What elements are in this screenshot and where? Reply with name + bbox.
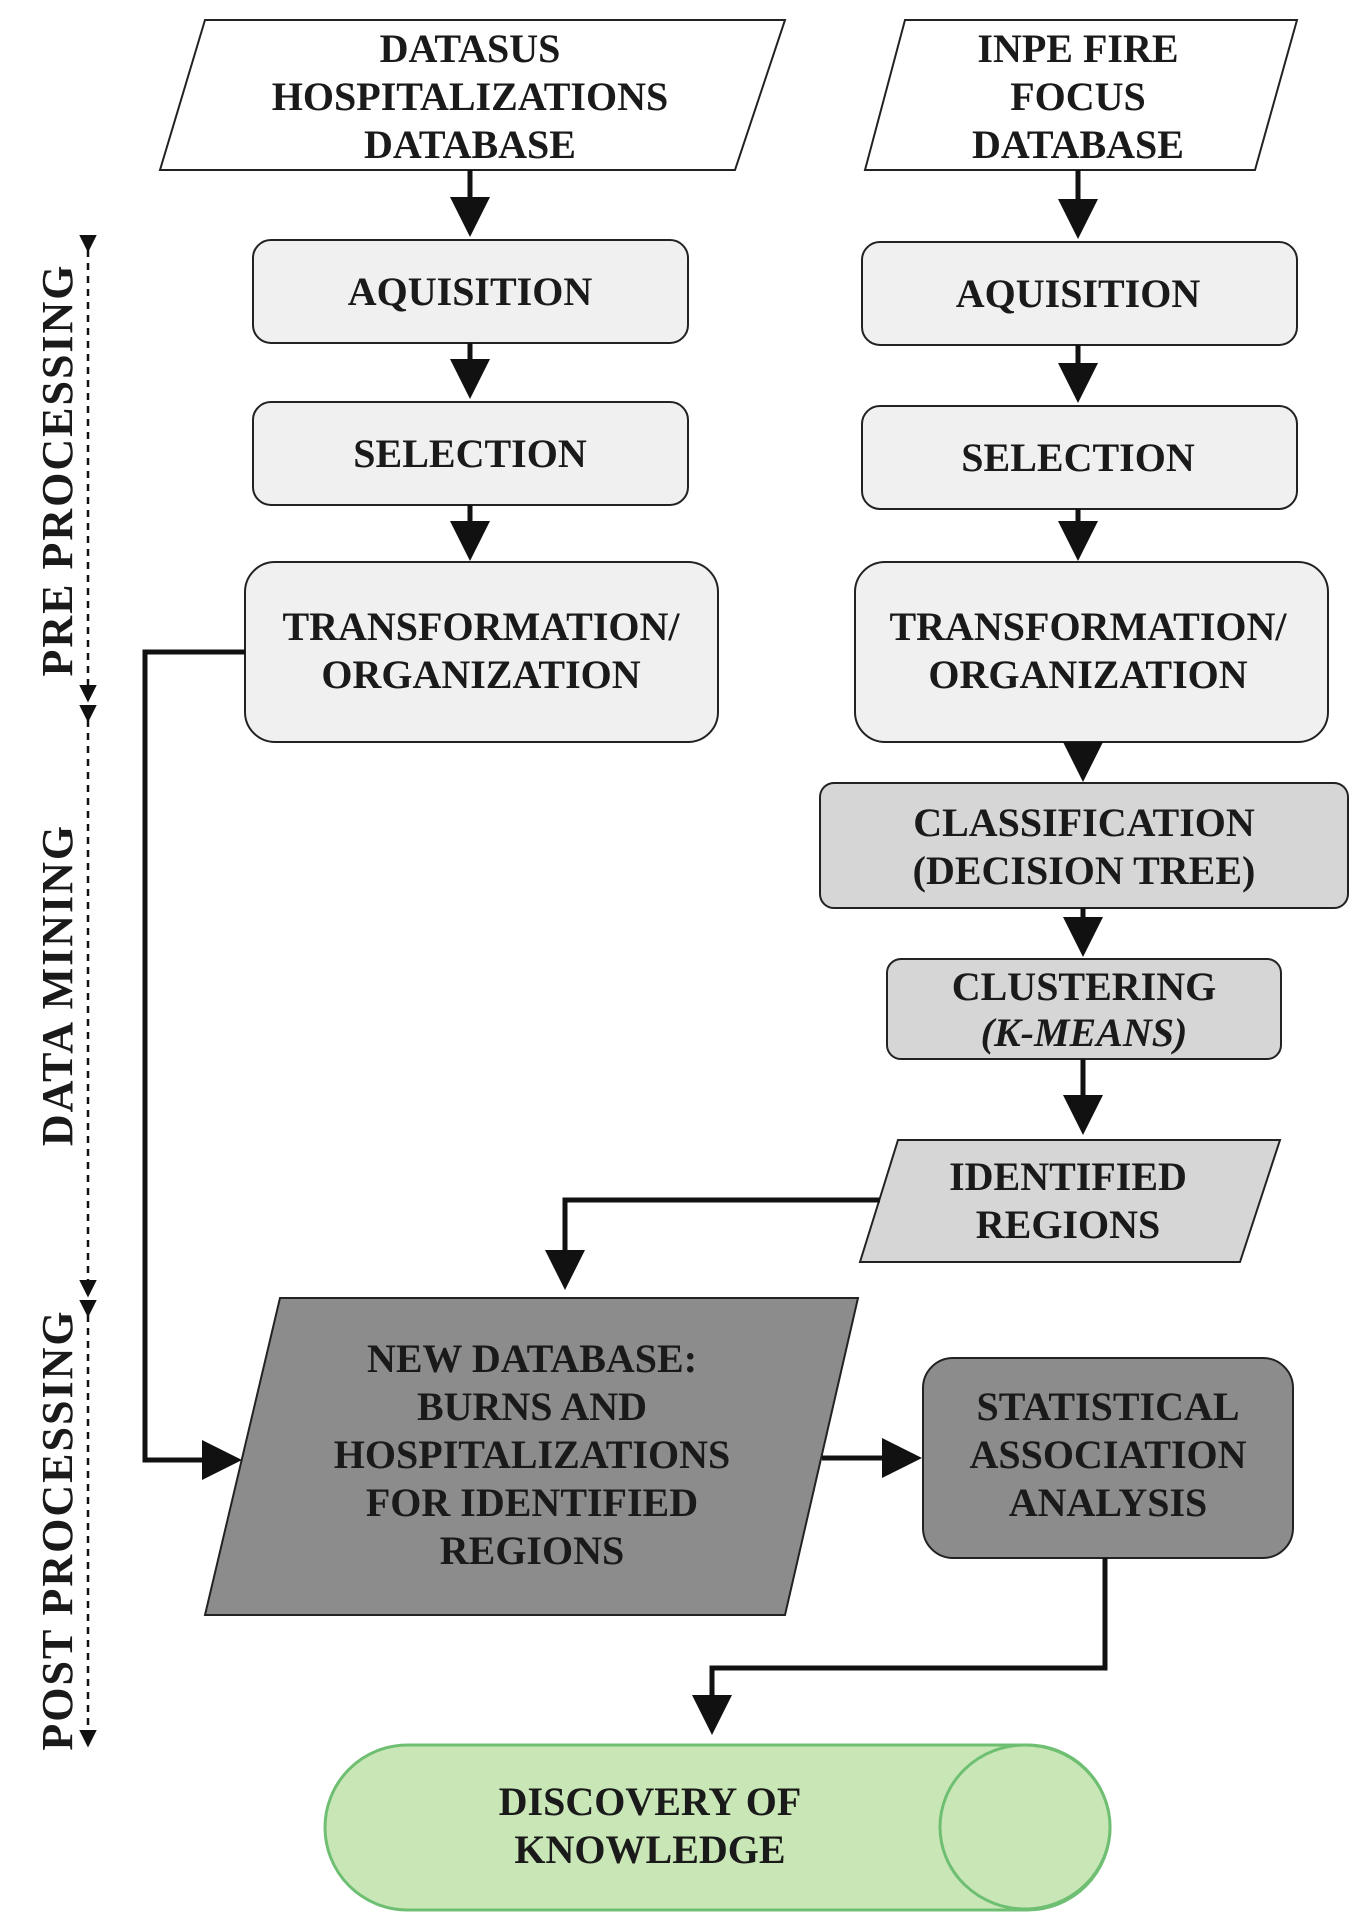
new-database-line-5: REGIONS bbox=[440, 1528, 625, 1573]
left-transformation-line-1: TRANSFORMATION/ bbox=[282, 604, 680, 649]
identified-regions-line-2: REGIONS bbox=[976, 1202, 1161, 1247]
post-processing-section: NEW DATABASE: BURNS AND HOSPITALIZATIONS… bbox=[203, 1297, 1294, 1912]
discovery-line-2: KNOWLEDGE bbox=[514, 1827, 785, 1872]
new-database-line-1: NEW DATABASE: bbox=[367, 1336, 697, 1381]
discovery-cylinder-end bbox=[938, 1743, 1112, 1911]
statistical-analysis-box bbox=[922, 1357, 1294, 1559]
classification-line-1: CLASSIFICATION bbox=[913, 800, 1255, 845]
statistical-analysis-line-1: STATISTICAL bbox=[976, 1384, 1239, 1429]
datasus-source-line-1: DATASUS bbox=[380, 26, 561, 71]
datasus-source-line-2: HOSPITALIZATIONS bbox=[272, 74, 668, 119]
new-database-line-2: BURNS AND bbox=[417, 1384, 647, 1429]
new-database-box bbox=[203, 1297, 860, 1616]
statistical-analysis-line-3: ANALYSIS bbox=[1009, 1480, 1208, 1525]
inpe-source-line-2: FOCUS bbox=[1010, 74, 1146, 119]
clustering-line-1: CLUSTERING bbox=[952, 964, 1217, 1009]
merge-connectors bbox=[142, 649, 880, 1480]
arrow-statistical-analysis-to-discovery bbox=[692, 1558, 1108, 1735]
post-processing-label: POST PROCESSING bbox=[33, 1309, 82, 1750]
datasus-source-box bbox=[158, 19, 787, 171]
left-column: DATASUS HOSPITALIZATIONS DATABASE AQUISI… bbox=[158, 19, 787, 743]
inpe-source-box bbox=[863, 19, 1299, 171]
discovery-line-1: DISCOVERY OF bbox=[499, 1779, 802, 1824]
right-transformation-line-1: TRANSFORMATION/ bbox=[889, 604, 1287, 649]
identified-regions-box bbox=[858, 1139, 1282, 1263]
arrow-left-transformation-to-new-database bbox=[142, 649, 245, 1480]
inpe-source-line-1: INPE FIRE bbox=[977, 26, 1178, 71]
right-transformation-line-2: ORGANIZATION bbox=[928, 652, 1247, 697]
right-acquisition-label: AQUISITION bbox=[956, 271, 1201, 316]
classification-line-2: (DECISION TREE) bbox=[913, 848, 1256, 893]
identified-regions-line-1: IDENTIFIED bbox=[949, 1154, 1187, 1199]
statistical-analysis-line-2: ASSOCIATION bbox=[969, 1432, 1246, 1477]
right-selection-label: SELECTION bbox=[961, 435, 1195, 480]
inpe-source-line-3: DATABASE bbox=[972, 122, 1184, 167]
left-acquisition-label: AQUISITION bbox=[348, 269, 593, 314]
new-database-line-4: FOR IDENTIFIED bbox=[366, 1480, 698, 1525]
data-mining-label: DATA MINING bbox=[33, 824, 82, 1146]
right-column: INPE FIRE FOCUS DATABASE AQUISITION SELE… bbox=[819, 19, 1349, 1263]
arrow-identified-regions-to-new-database bbox=[545, 1197, 880, 1290]
datasus-source-line-3: DATABASE bbox=[364, 122, 576, 167]
left-transformation-line-2: ORGANIZATION bbox=[321, 652, 640, 697]
phase-markers: PRE PROCESSING DATA MINING POST PROCESSI… bbox=[33, 235, 97, 1751]
new-database-line-3: HOSPITALIZATIONS bbox=[334, 1432, 730, 1477]
left-selection-label: SELECTION bbox=[353, 431, 587, 476]
clustering-line-2: (K-MEANS) bbox=[981, 1010, 1188, 1055]
pre-processing-label: PRE PROCESSING bbox=[33, 263, 82, 676]
